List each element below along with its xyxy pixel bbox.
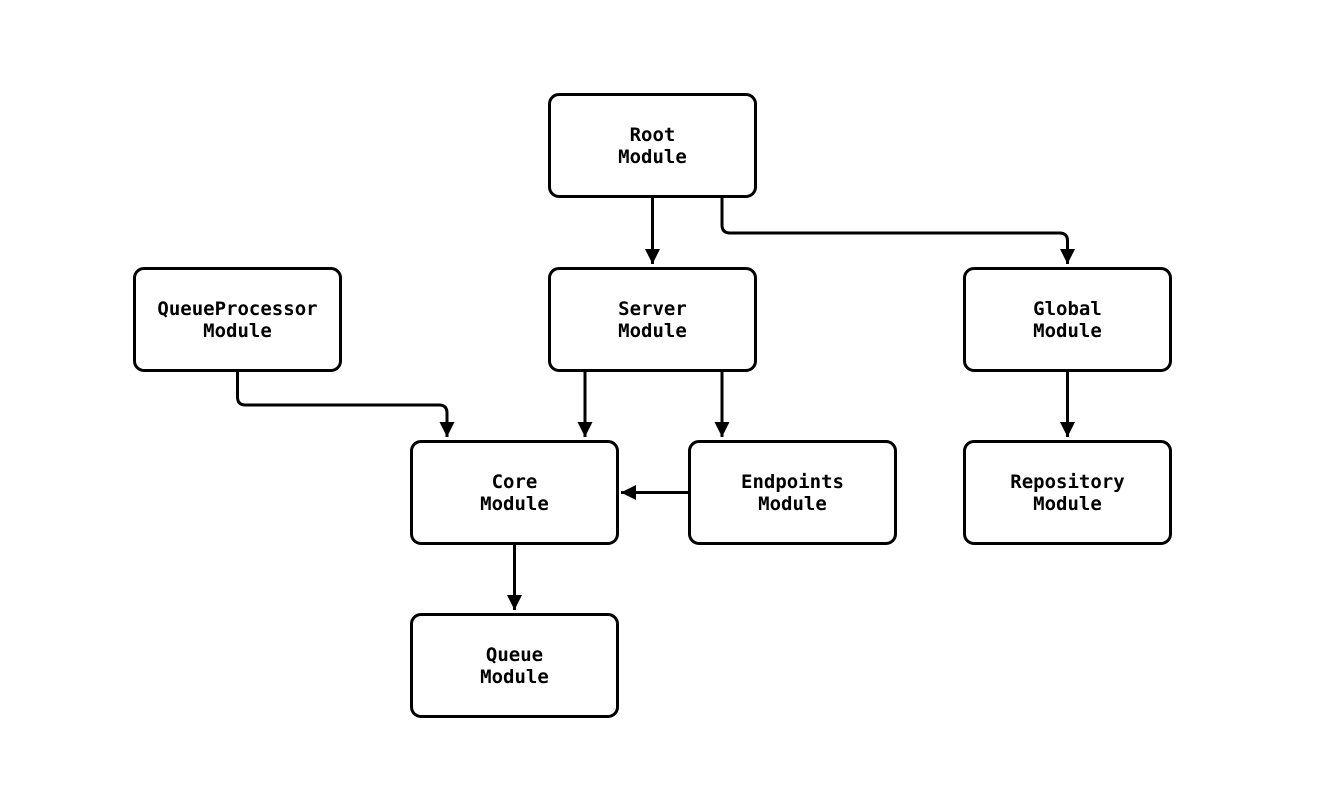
node-core-module: Core Module <box>410 440 619 545</box>
node-label-line: Endpoints <box>741 470 844 493</box>
node-label-line: Repository <box>1010 470 1125 493</box>
node-label: Root Module <box>618 124 687 168</box>
node-label-line: Global <box>1033 297 1102 320</box>
node-label: Global Module <box>1033 298 1102 342</box>
node-label-line: Module <box>480 492 549 515</box>
node-queueprocessor-module: QueueProcessor Module <box>133 267 342 372</box>
node-global-module: Global Module <box>963 267 1172 372</box>
node-label: Repository Module <box>1010 471 1124 515</box>
node-label-line: Module <box>618 145 687 168</box>
node-label-line: Server <box>618 297 687 320</box>
node-label-line: Root <box>629 123 676 146</box>
node-label-line: Module <box>480 665 549 688</box>
node-server-module: Server Module <box>548 267 757 372</box>
node-label-line: Core <box>491 470 538 493</box>
node-repository-module: Repository Module <box>963 440 1172 545</box>
node-label-line: Module <box>1033 492 1102 515</box>
node-queue-module: Queue Module <box>410 613 619 718</box>
node-label-line: Module <box>618 319 687 342</box>
node-label: Core Module <box>480 471 549 515</box>
node-label-line: Module <box>1033 319 1102 342</box>
node-label: Server Module <box>618 298 687 342</box>
node-label: Endpoints Module <box>741 471 844 515</box>
edge-queueprocessor-to-core <box>236 372 455 437</box>
node-label: QueueProcessor Module <box>157 298 317 342</box>
node-label: Queue Module <box>480 644 549 688</box>
node-endpoints-module: Endpoints Module <box>688 440 897 545</box>
node-label-line: Module <box>758 492 827 515</box>
node-label-line: Queue <box>485 643 544 666</box>
edge-root-to-global <box>720 198 1075 264</box>
node-label-line: Module <box>203 319 272 342</box>
node-label-line: QueueProcessor <box>157 297 318 320</box>
node-root-module: Root Module <box>548 93 757 198</box>
